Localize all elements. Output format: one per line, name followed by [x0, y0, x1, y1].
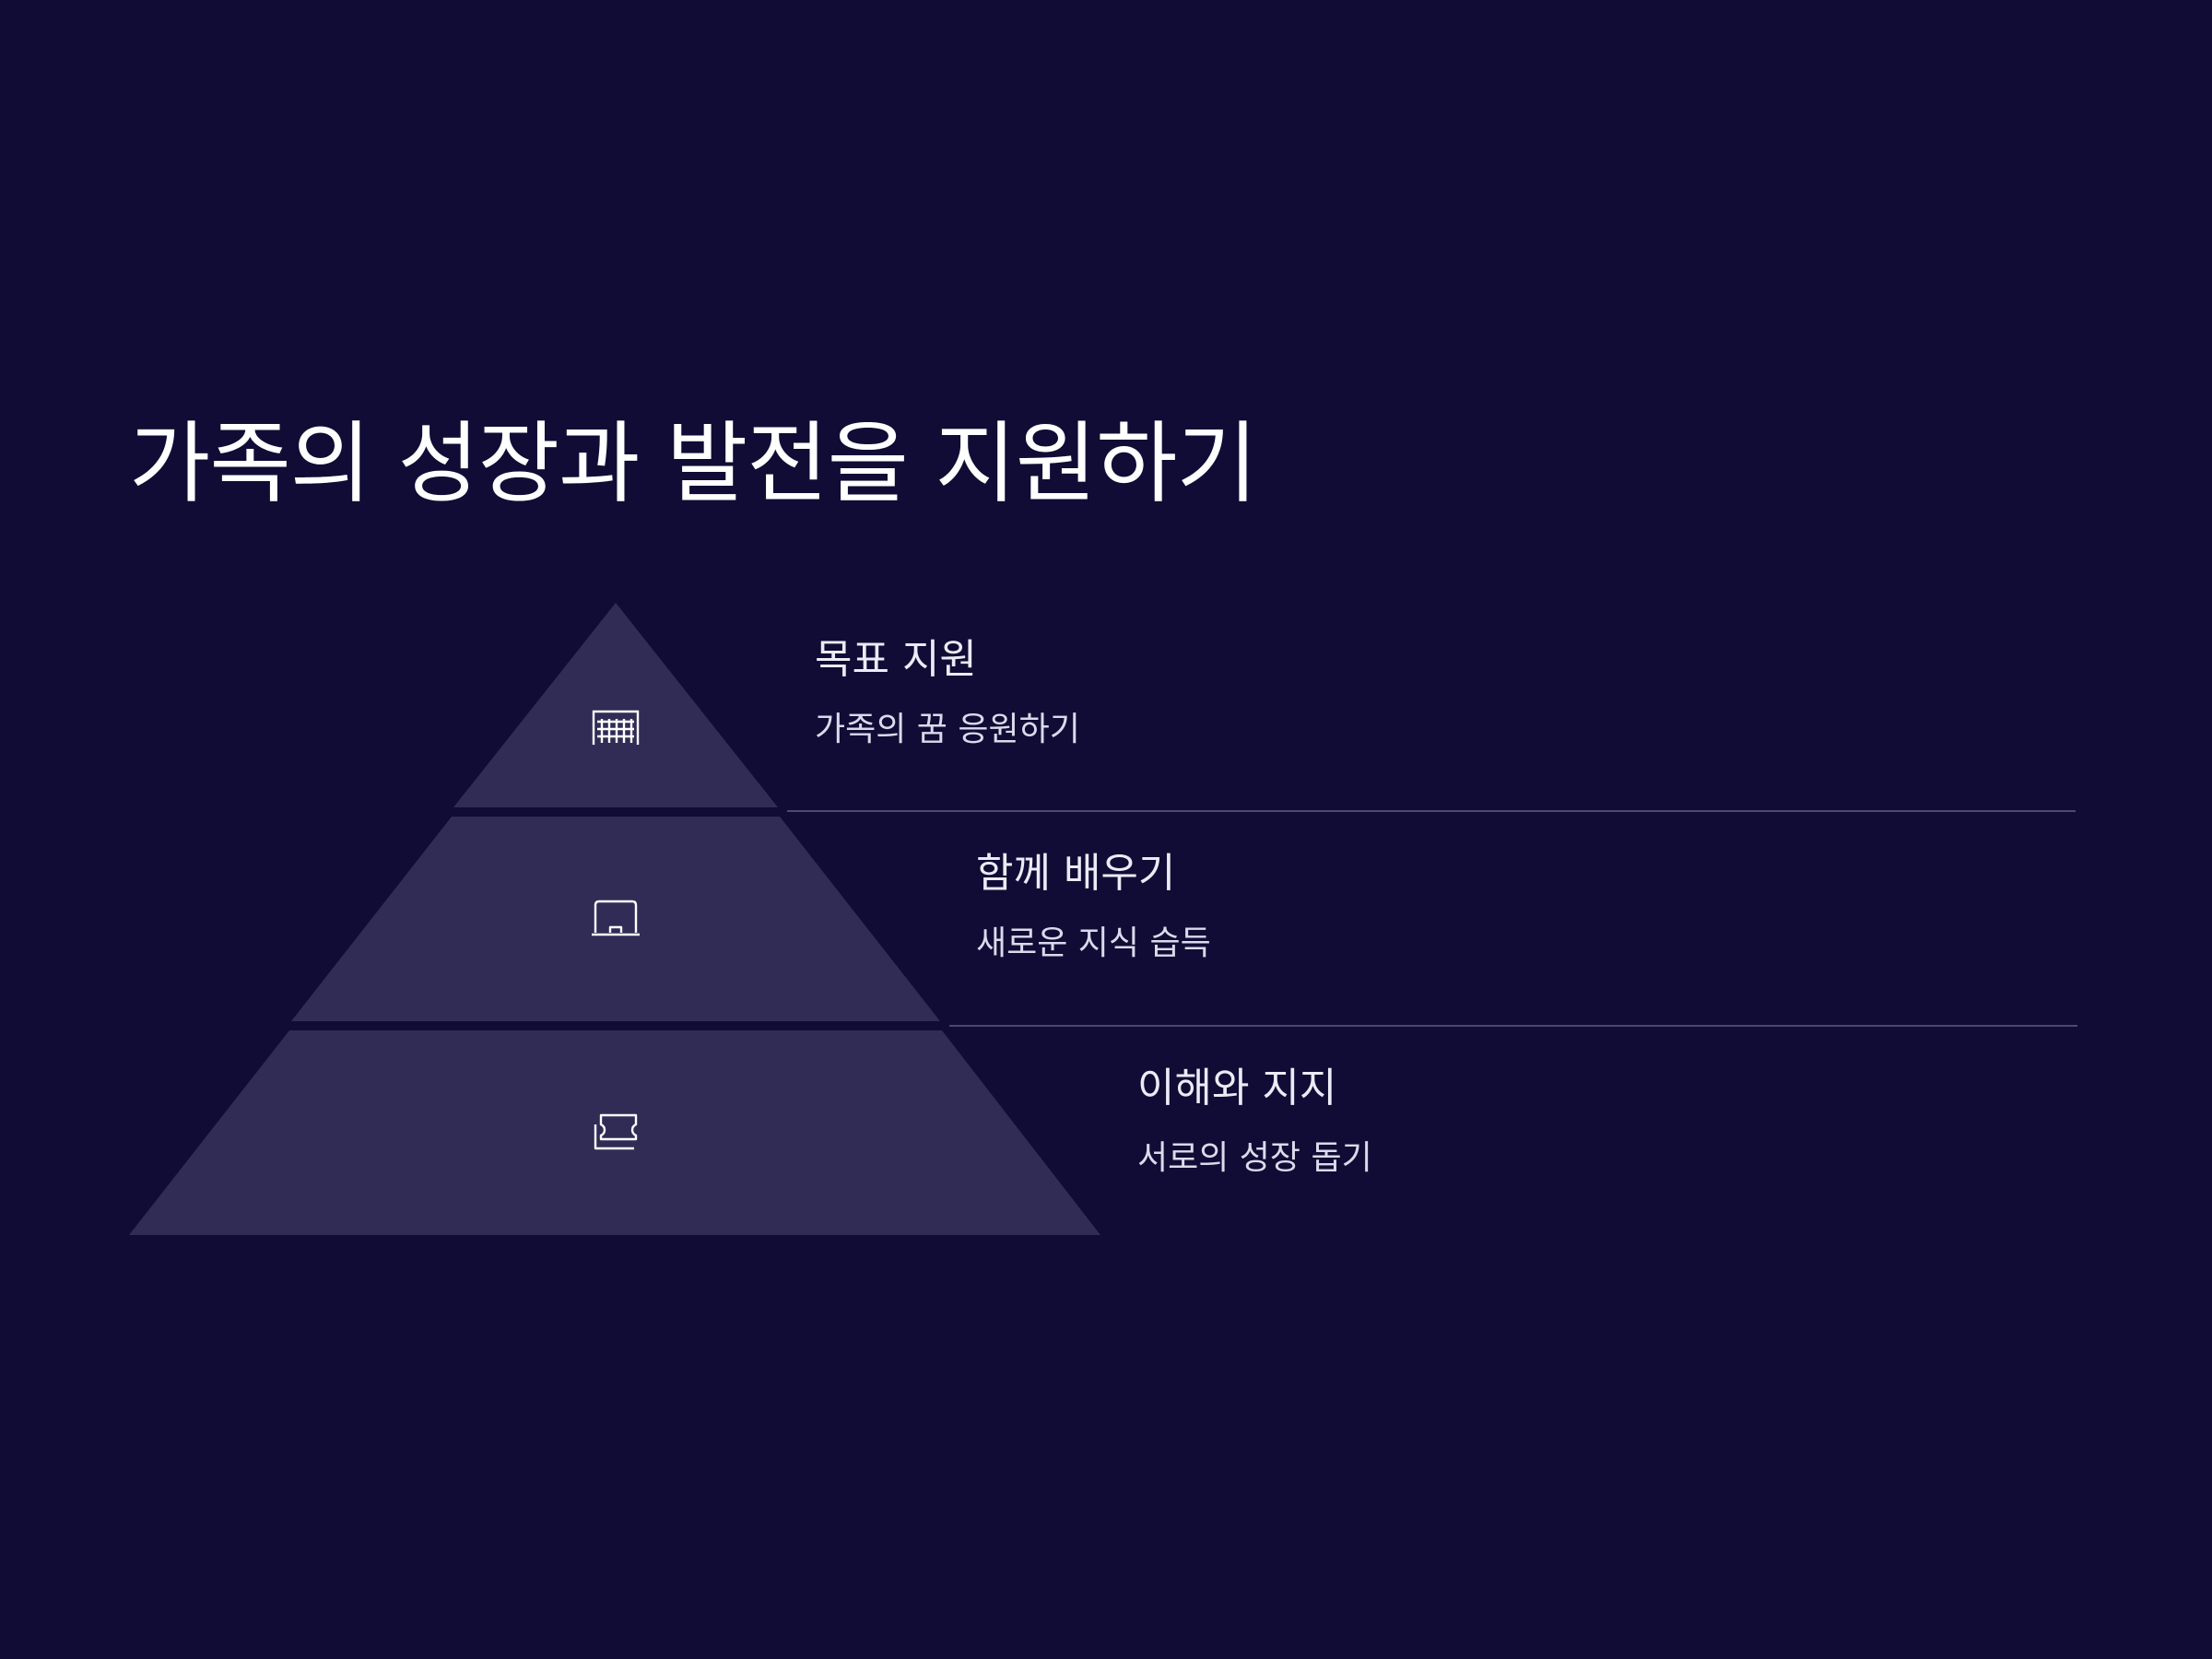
tier-description: 서로의 성장 돕기: [1137, 1139, 1372, 1177]
pyramid-tier-middle: [291, 817, 940, 1021]
tier-label-1: 목표 지원 가족의 꿈 응원하기: [815, 634, 1080, 752]
tier-description: 새로운 지식 습득: [976, 924, 1211, 962]
grid-icon: [592, 710, 640, 745]
slide-title: 가족의 성장과 발전을 지원하기: [129, 412, 1258, 515]
pyramid-tier-top: [453, 603, 778, 807]
laptop-icon: [592, 900, 640, 936]
tier-heading: 이해와 지지: [1137, 1065, 1337, 1112]
tier-heading: 함께 배우기: [976, 850, 1176, 897]
tier-divider-1: [787, 810, 2076, 812]
tier-label-2: 함께 배우기 새로운 지식 습득: [976, 848, 1211, 966]
tier-divider-2: [949, 1025, 2077, 1027]
tier-heading: 목표 지원: [815, 636, 977, 683]
tier-label-3: 이해와 지지 서로의 성장 돕기: [1137, 1063, 1372, 1181]
tier-description: 가족의 꿈 응원하기: [815, 711, 1080, 748]
pyramid-tier-bottom: [129, 1030, 1100, 1235]
ticket-icon: [594, 1113, 638, 1150]
